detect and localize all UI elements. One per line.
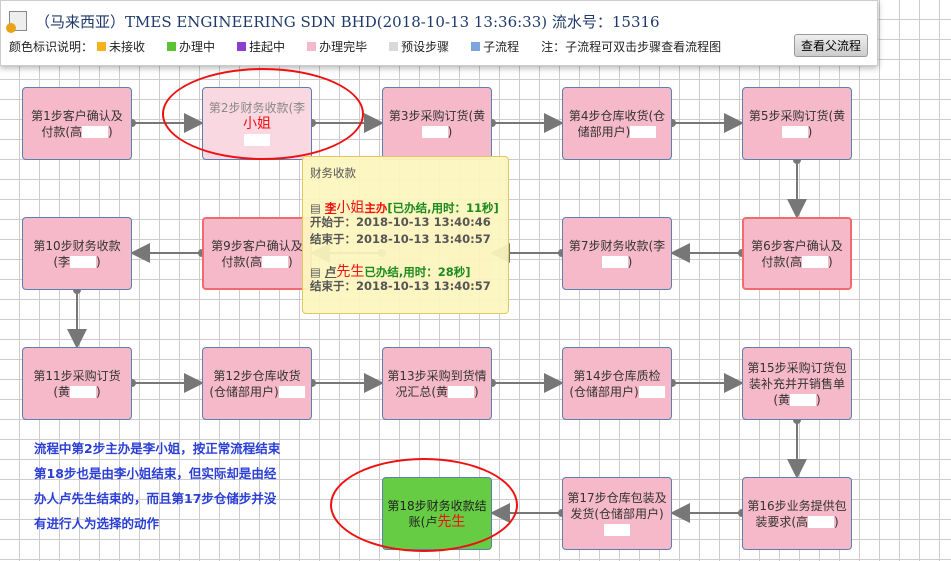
step-node-9[interactable]: 第9步客户确认及付款(高) <box>202 217 312 290</box>
highlight-ellipse-step18 <box>330 458 518 552</box>
redacted-name <box>278 386 305 398</box>
step-node-12[interactable]: 第12步仓库收货(仓储部用户) <box>202 347 312 420</box>
step-label: 第11步采购订货(黄 <box>33 368 121 399</box>
redacted-name <box>262 256 288 268</box>
step-node-5[interactable]: 第5步采购订货(黄) <box>742 87 852 160</box>
step-node-1[interactable]: 第1步客户确认及付款(高) <box>22 87 132 160</box>
redacted-name <box>790 394 816 406</box>
step-tooltip: 财务收款 ▤ 李小姐主办[已办结,用时：11秒] 开始于：2018-10-13 … <box>302 156 509 314</box>
step-node-11[interactable]: 第11步采购订货(黄) <box>22 347 132 420</box>
step-node-6[interactable]: 第6步客户确认及付款(高) <box>742 217 852 290</box>
redacted-name <box>601 256 628 268</box>
step-node-7[interactable]: 第7步财务收款(李) <box>562 217 672 290</box>
step-label: 第12步仓库收货(仓储部用户) <box>209 368 301 399</box>
redacted-name <box>802 256 828 268</box>
redacted-name <box>70 386 96 398</box>
redacted-name <box>604 524 630 536</box>
step-label: 第9步客户确认及付款(高 <box>211 238 303 269</box>
page-title: （马来西亚）TMES ENGINEERING SDN BHD(2018-10-1… <box>35 13 660 31</box>
redacted-name <box>808 516 834 528</box>
step-label: 第6步客户确认及付款(高 <box>751 238 843 269</box>
view-parent-flow-button[interactable]: 查看父流程 <box>794 34 869 57</box>
doc-icon: ▤ <box>310 201 325 215</box>
step-label: 第10步财务收款(李 <box>33 238 121 269</box>
step-node-13[interactable]: 第13步采购到货情况汇总(黄) <box>382 347 492 420</box>
legend-item-preset: 预设步骤 <box>389 38 449 55</box>
step-label: 第14步仓库质检(仓储部用户) <box>569 368 661 399</box>
redacted-name <box>630 126 657 138</box>
redacted-name <box>82 126 108 138</box>
step-node-4[interactable]: 第4步仓库收货(仓储部用户) <box>562 87 672 160</box>
step-label: 第4步仓库收货(仓储部用户) <box>568 108 666 139</box>
redacted-name <box>638 386 665 398</box>
step-label: 第15步采购订货包装补充并开销售单(黄 <box>747 360 847 407</box>
step-label: 第1步客户确认及付款(高 <box>31 108 123 139</box>
step-node-14[interactable]: 第14步仓库质检(仓储部用户) <box>562 347 672 420</box>
step-node-17[interactable]: 第17步仓库包装及发货(仓储部用户) <box>562 477 672 550</box>
step-label: 第3步采购订货(黄 <box>388 108 486 123</box>
explanation-note: 流程中第2步主办是李小姐，按正常流程结束第18步也是由李小姐结束，但实际却是由经… <box>34 441 281 531</box>
step-node-16[interactable]: 第16步业务提供包装要求(高) <box>742 477 852 550</box>
legend-item-done: 办理完毕 <box>307 38 367 55</box>
color-legend: 颜色标识说明： 未接收 办理中 挂起中 办理完毕 预设步骤 子流程 注：子流程可… <box>9 38 721 55</box>
legend-item-suspended: 挂起中 <box>237 38 285 55</box>
legend-item-subflow: 子流程 <box>471 38 519 55</box>
legend-label: 颜色标识说明： <box>9 40 94 54</box>
step-node-15[interactable]: 第15步采购订货包装补充并开销售单(黄) <box>742 347 852 420</box>
tooltip-title: 财务收款 <box>310 166 356 180</box>
step-label: 第7步财务收款(李 <box>568 238 666 253</box>
doc-icon: ▤ <box>310 265 325 279</box>
redacted-name <box>70 256 96 268</box>
legend-note: 注：子流程可双击步骤查看流程图 <box>541 40 722 54</box>
redacted-name <box>421 126 448 138</box>
process-header: （马来西亚）TMES ENGINEERING SDN BHD(2018-10-1… <box>0 0 878 66</box>
step-label: 第16步业务提供包装要求(高 <box>747 498 847 529</box>
step-label: 第5步采购订货(黄 <box>748 108 846 123</box>
step-node-3[interactable]: 第3步采购订货(黄) <box>382 87 492 160</box>
legend-item-unreceived: 未接收 <box>97 38 145 55</box>
document-icon <box>6 11 27 33</box>
step-label: 第17步仓库包装及发货(仓储部用户) <box>567 490 667 521</box>
legend-item-processing: 办理中 <box>167 38 215 55</box>
redacted-name <box>781 126 808 138</box>
redacted-name <box>448 386 474 398</box>
highlight-ellipse-step2 <box>162 68 364 160</box>
step-label: 第13步采购到货情况汇总(黄 <box>387 368 487 399</box>
step-node-10[interactable]: 第10步财务收款(李) <box>22 217 132 290</box>
